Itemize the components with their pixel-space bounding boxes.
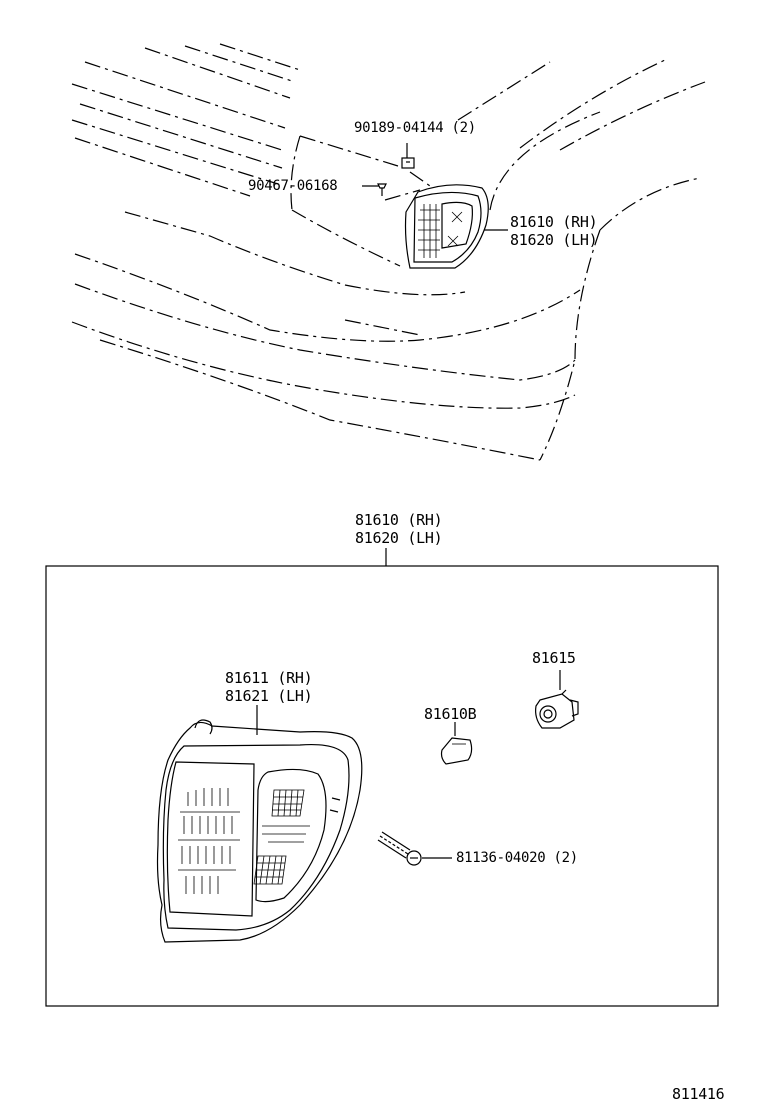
callout-screw-top: 90467-06168 (248, 178, 338, 194)
screw-top (377, 183, 387, 196)
screw-bottom (377, 831, 452, 866)
callout-lamp-rh-top: 81610 (RH) (510, 213, 598, 231)
callout-lens-rh: 81611 (RH) (225, 669, 313, 687)
callout-box-rh: 81610 (RH) (355, 511, 443, 529)
figure-number: 811416 (672, 1085, 725, 1103)
socket (535, 689, 579, 729)
callout-box-lh: 81620 (LH) (355, 529, 443, 547)
callout-screw-bottom: 81136-04020 (2) (456, 850, 578, 866)
callout-lamp-lh-top: 81620 (LH) (510, 231, 598, 249)
clip-fastener-top (401, 157, 415, 169)
callout-bulb: 81610B (424, 705, 477, 723)
callout-lens-lh: 81621 (LH) (225, 687, 313, 705)
exploded-view-frame (45, 565, 719, 1007)
installed-corner-lamp (404, 184, 489, 269)
lamp-lens-housing (156, 719, 363, 943)
vehicle-body-outline (71, 43, 706, 461)
bulb (440, 737, 473, 765)
callout-clip: 90189-04144 (2) (354, 120, 476, 136)
lens-grid-patch (253, 789, 305, 885)
callout-socket: 81615 (532, 649, 576, 667)
